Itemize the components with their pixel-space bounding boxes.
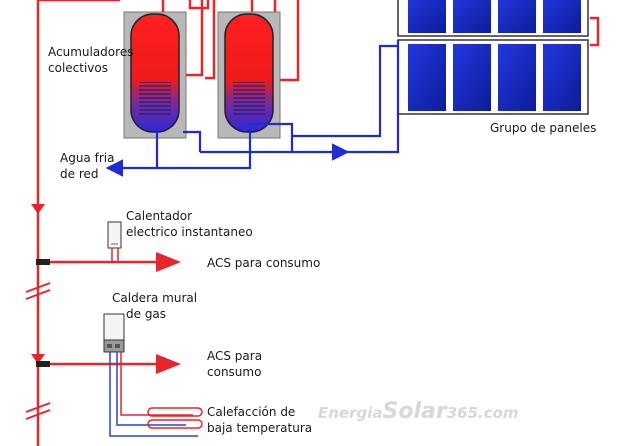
valve [36,361,50,367]
heating-label: Calefacción de [207,405,295,419]
acs-label-1: ACS para consumo [207,256,320,270]
solar-panel [453,0,491,33]
acs-label-2: consumo [207,365,261,379]
boiler-label: de gas [126,307,166,321]
panels-label: Grupo de paneles [490,121,596,135]
accumulator-tank-left [123,11,187,139]
heater-label: electrico instantaneo [126,225,253,239]
cold-water-label: de red [60,167,98,181]
cold-water-label: Agua fria [60,151,114,165]
riser-arrow [31,354,45,364]
pipe-break-marks [25,282,51,420]
hot-water-riser [36,0,120,446]
accumulators-label: colectivos [48,61,108,75]
acs-label-2: ACS para [207,349,262,363]
heater-label: Calentador [126,209,192,223]
watermark: EnergiaSolar365.com [318,399,519,424]
solar-panel [453,44,491,111]
solar-panel [408,44,446,111]
boiler-label: Caldera mural [112,291,197,305]
solar-panel-group [397,0,589,115]
accumulators-label: Acumuladores [48,45,133,59]
accumulator-tank-right [217,11,281,139]
solar-panel [543,44,581,111]
solar-panel [498,44,536,111]
panel-hot-outlet-pipe [590,16,600,47]
solar-panel [543,0,581,33]
solar-panel [498,0,536,33]
electric-heater [107,221,122,249]
solar-panel [408,0,446,33]
valve [36,259,50,265]
riser-arrow [31,204,45,214]
gas-boiler [103,313,125,353]
heating-label: baja temperatura [207,421,312,435]
panel-return-pipe [200,40,400,154]
cold-pipes [110,40,400,170]
low-temp-heating-circuit [109,352,203,437]
